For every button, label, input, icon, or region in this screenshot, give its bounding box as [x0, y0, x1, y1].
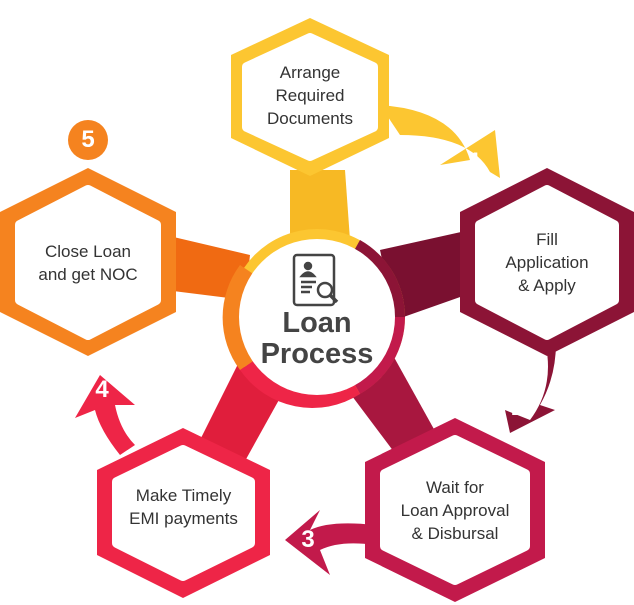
center-circle [222, 229, 406, 408]
arrows [68, 105, 556, 575]
center-title: Loan Process [232, 308, 402, 370]
step-2-number: 2 [511, 394, 525, 421]
hexagons [0, 18, 634, 602]
center-title-line2: Process [260, 338, 374, 370]
step-3-number: 3 [301, 526, 315, 553]
step-5-number: 5 [81, 126, 95, 153]
step-1-number: 1 [468, 148, 482, 175]
document-search-icon [292, 253, 339, 307]
center-title-line1: Loan [282, 307, 352, 339]
step-4-number: 4 [95, 376, 109, 403]
